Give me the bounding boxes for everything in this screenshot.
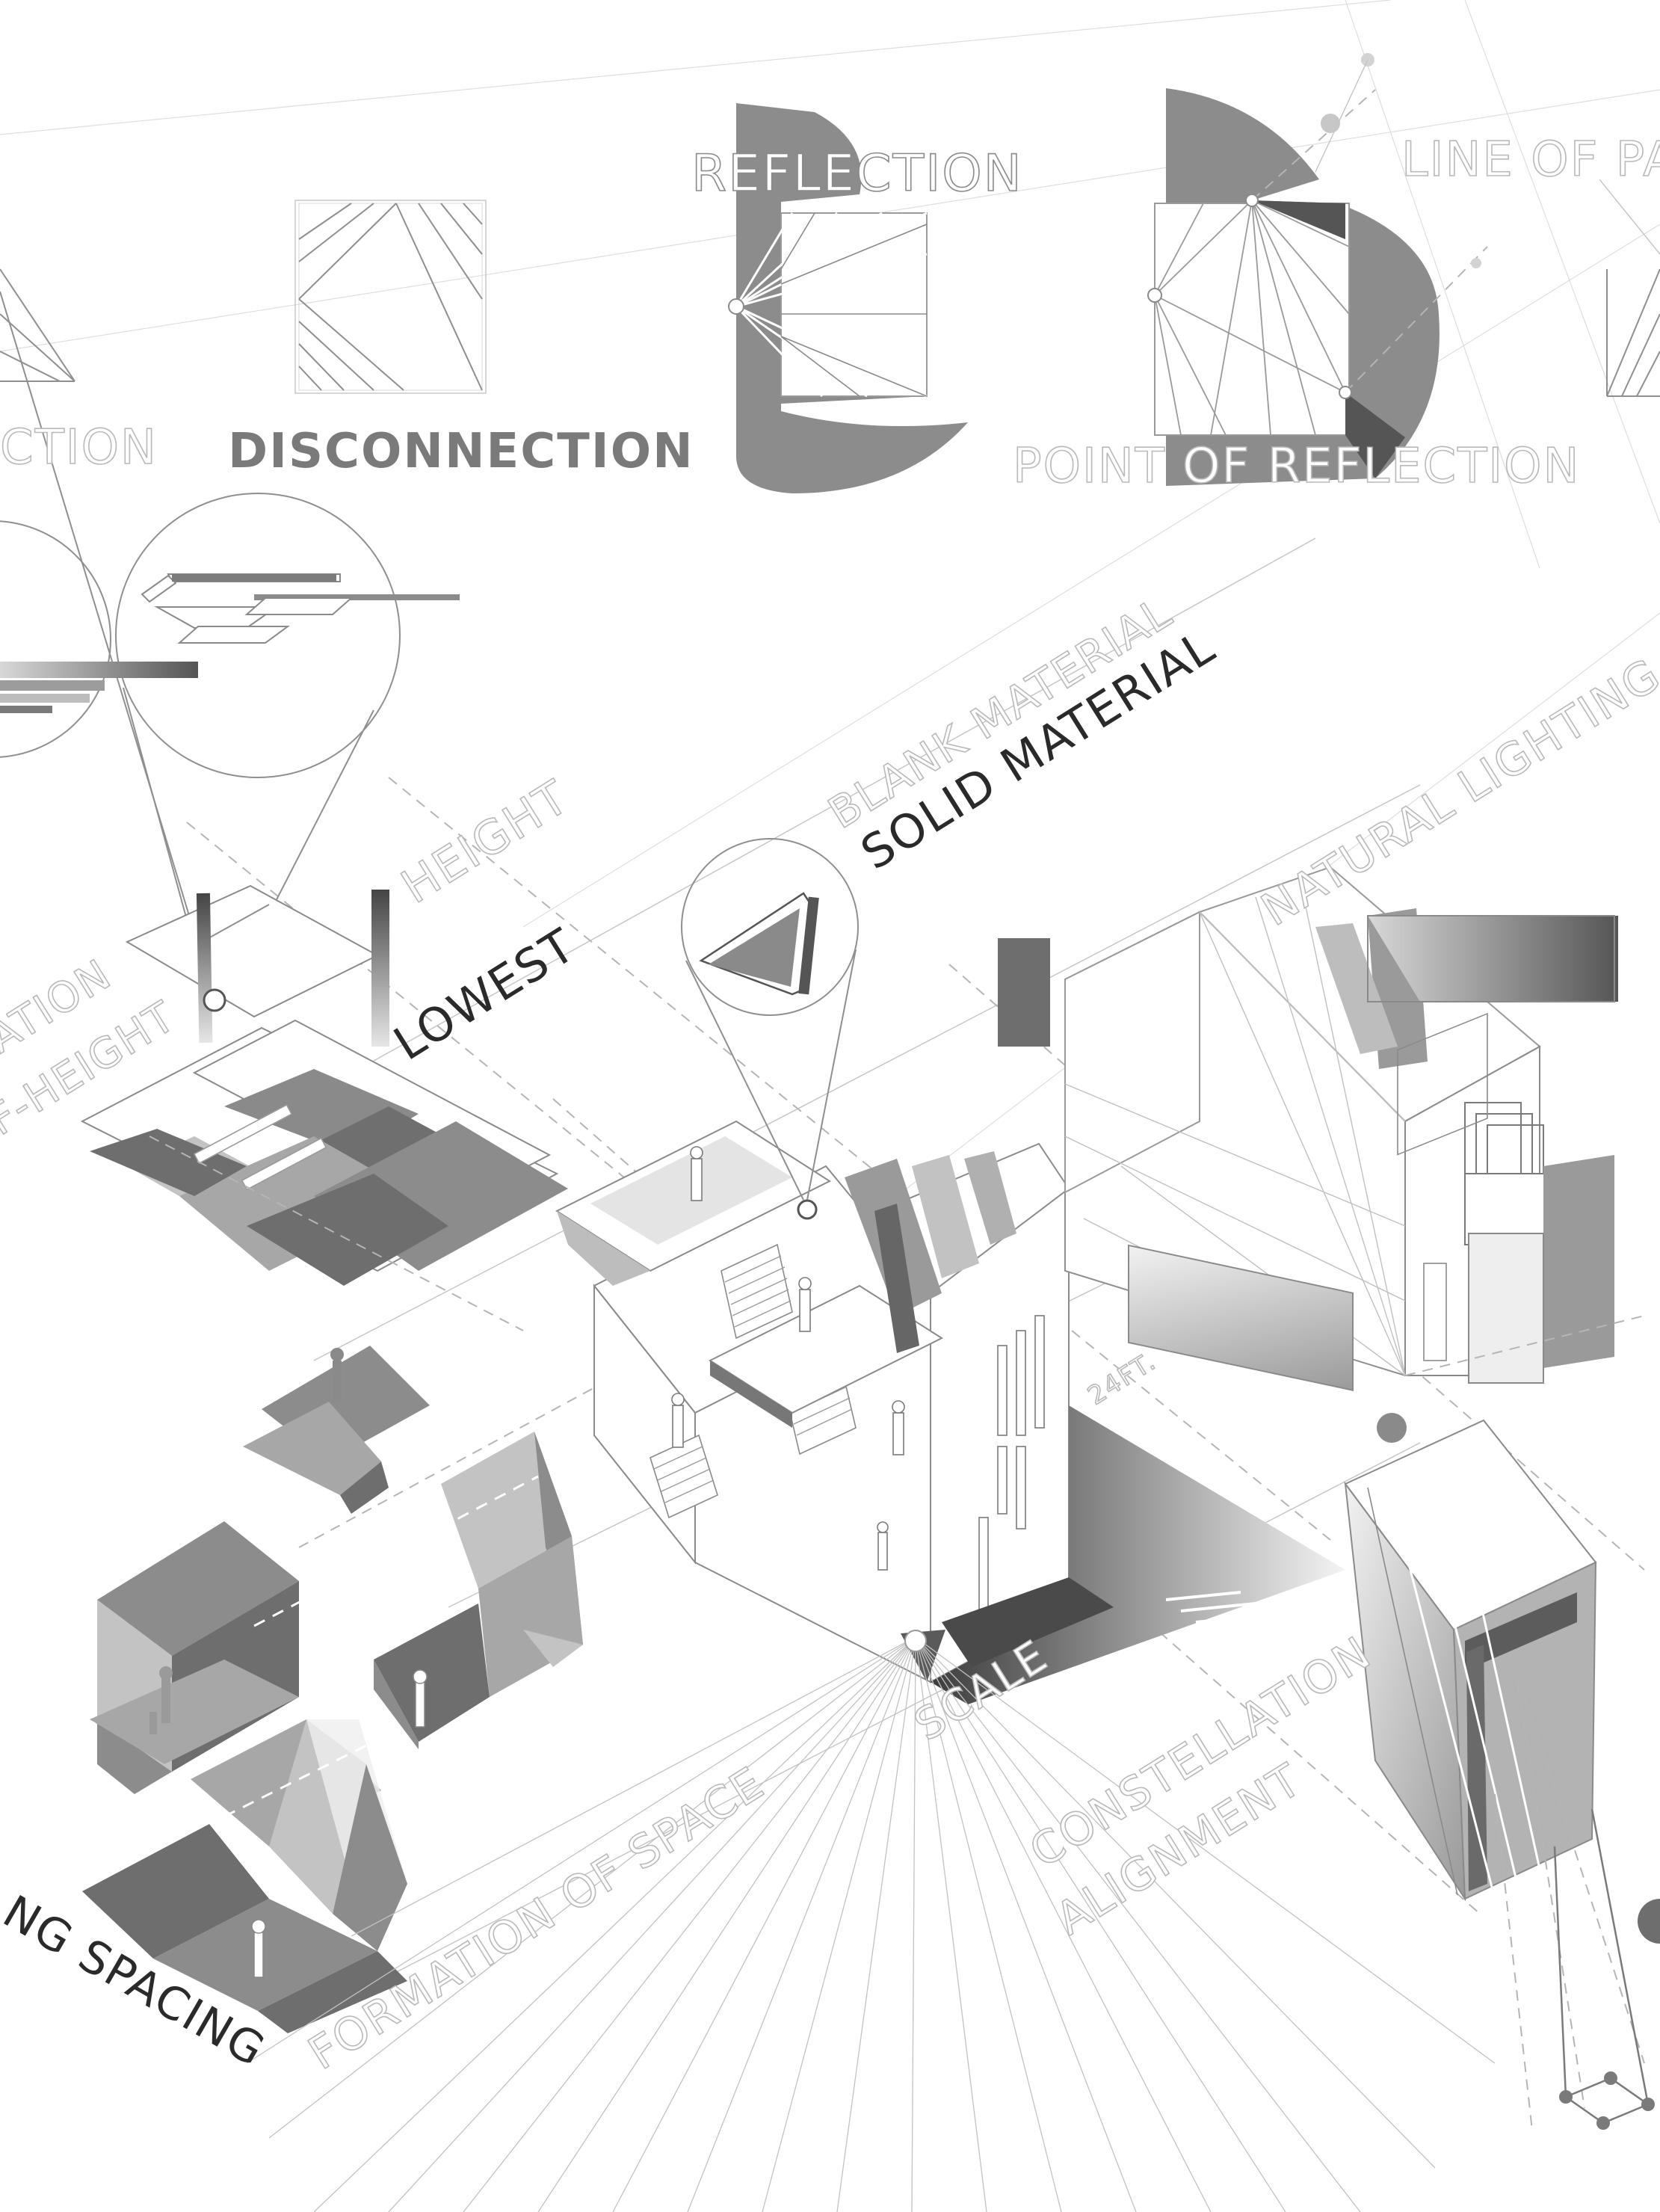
label-line-of-path: LINE OF PA <box>1401 132 1660 188</box>
label-height: HEIGHT <box>392 769 578 914</box>
label-natural-lighting: NATURAL LIGHTING <box>1253 648 1660 936</box>
line-of-path-diagram <box>1599 179 1660 397</box>
label-lowest: LOWEST <box>384 917 584 1070</box>
label-connection-partial: CTION <box>0 420 158 475</box>
label-reflection: REFLECTION <box>691 144 1023 203</box>
scale-fan-rays <box>246 1636 1496 2212</box>
stacked-floor-plates <box>80 884 568 1331</box>
central-building <box>555 1120 1345 1704</box>
solid-material-magnifier <box>681 838 859 1201</box>
constellation-slab <box>1344 1012 1660 2131</box>
natural-lighting-building <box>998 866 1645 1443</box>
shaded-volumes <box>82 1346 583 2033</box>
label-disconnection: DISCONNECTION <box>228 424 694 479</box>
connection-fan-diagram <box>0 268 75 382</box>
height-gradient-bar <box>371 890 389 1047</box>
reflection-diagram <box>728 103 968 493</box>
label-dimension: 24FT. <box>1083 1346 1162 1411</box>
magnifier-circles <box>0 291 460 1002</box>
disconnection-diagram <box>294 200 487 394</box>
label-point-of-reflection: POINT OF REFLECTION <box>1013 439 1580 494</box>
point-of-reflection-diagram <box>1147 53 1488 486</box>
